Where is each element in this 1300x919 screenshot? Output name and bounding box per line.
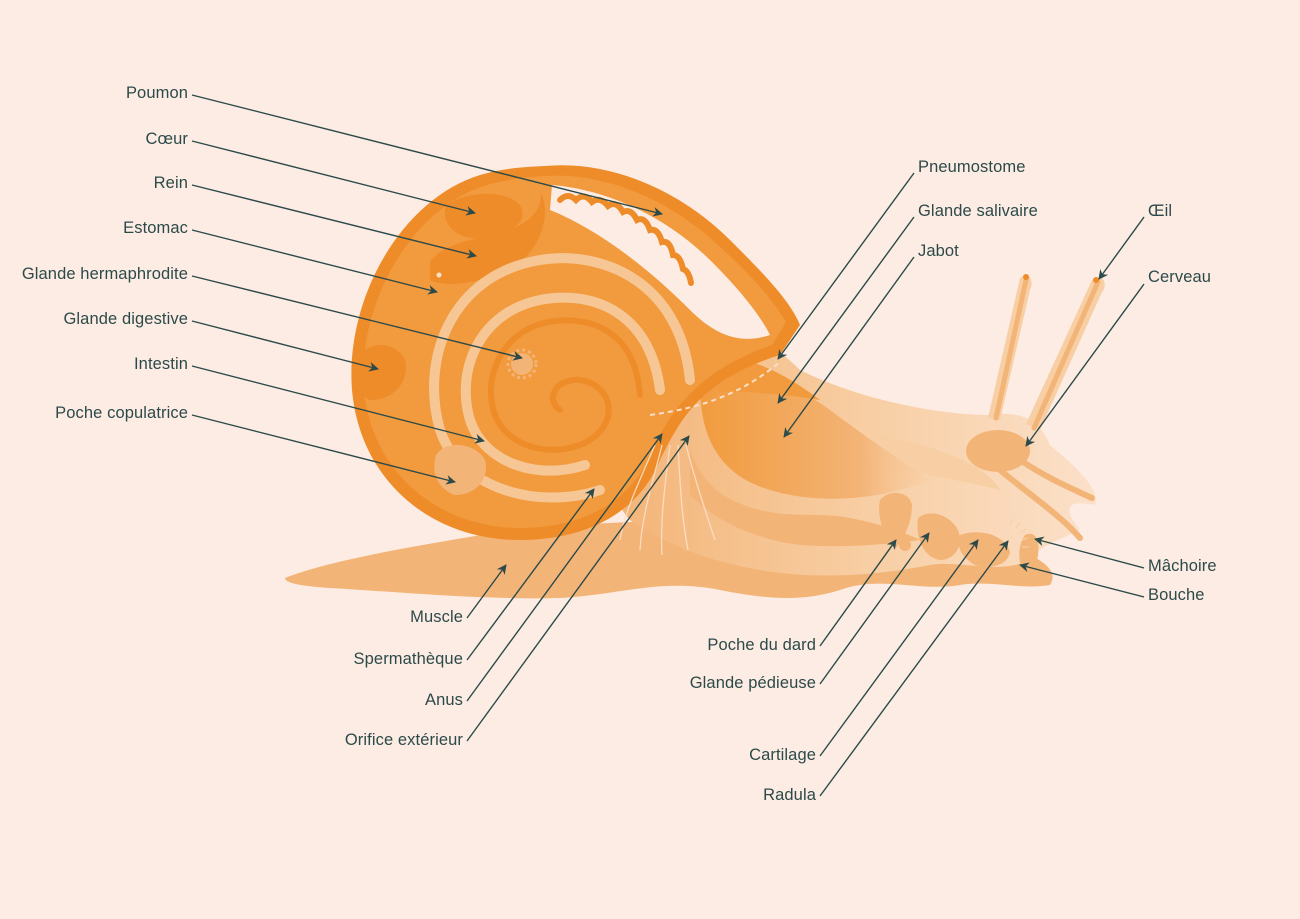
leader-line-machoire — [1034, 536, 1145, 569]
leader-line-intestin — [191, 365, 485, 444]
cerveau-organ — [966, 430, 1030, 472]
leader-line-rein — [191, 184, 477, 259]
leader-line-cerveau — [1025, 283, 1145, 447]
leader-line-orifice-exterieur — [466, 435, 690, 742]
label-glande-salivaire: Glande salivaire — [918, 202, 1038, 220]
label-poche-du-dard: Poche du dard — [707, 636, 816, 654]
leader-line-radula — [819, 540, 1009, 797]
label-rein: Rein — [153, 174, 188, 192]
leader-line-glande-hermaphrodite — [191, 275, 523, 361]
leader-line-poche-copulatrice — [191, 414, 456, 485]
label-oeil: Œil — [1148, 202, 1173, 220]
label-intestin: Intestin — [134, 355, 188, 373]
leader-line-poche-du-dard — [819, 539, 897, 647]
leader-line-spermatheque — [466, 488, 595, 661]
label-radula: Radula — [763, 786, 816, 804]
leader-line-anus — [466, 433, 663, 702]
label-anus: Anus — [424, 691, 463, 709]
leader-line-poumon — [191, 94, 663, 217]
snail-shell — [351, 165, 800, 556]
label-bouche: Bouche — [1148, 586, 1205, 604]
label-jabot: Jabot — [918, 242, 959, 260]
label-glande-digestive: Glande digestive — [63, 310, 188, 328]
label-glande-pedieuse: Glande pédieuse — [689, 674, 816, 692]
label-poumon: Poumon — [125, 84, 188, 102]
leader-line-bouche — [1019, 562, 1145, 598]
leader-lines — [191, 94, 1145, 797]
leader-line-oeil — [1098, 216, 1145, 280]
label-poche-copulatrice: Poche copulatrice — [55, 404, 188, 422]
label-orifice-exterieur: Orifice extérieur — [344, 731, 463, 749]
label-cerveau: Cerveau — [1148, 268, 1212, 286]
leader-line-muscle — [466, 564, 507, 619]
leader-line-glande-pedieuse — [819, 532, 930, 685]
label-cartilage: Cartilage — [749, 746, 816, 764]
label-spermatheque: Spermathèque — [353, 650, 463, 668]
leader-line-coeur — [191, 140, 476, 216]
label-glande-hermaphrodite: Glande hermaphrodite — [21, 265, 188, 283]
label-machoire: Mâchoire — [1148, 557, 1217, 575]
leader-line-pneumostome — [777, 172, 915, 360]
leader-line-glande-digestive — [191, 320, 379, 372]
leader-line-cartilage — [819, 539, 979, 757]
leader-line-glande-salivaire — [777, 216, 915, 404]
leader-line-jabot — [783, 256, 915, 438]
label-muscle: Muscle — [410, 608, 463, 626]
label-estomac: Estomac — [123, 219, 188, 237]
label-pneumostome: Pneumostome — [918, 158, 1026, 176]
leader-line-estomac — [191, 229, 438, 295]
label-coeur: Cœur — [145, 130, 188, 148]
